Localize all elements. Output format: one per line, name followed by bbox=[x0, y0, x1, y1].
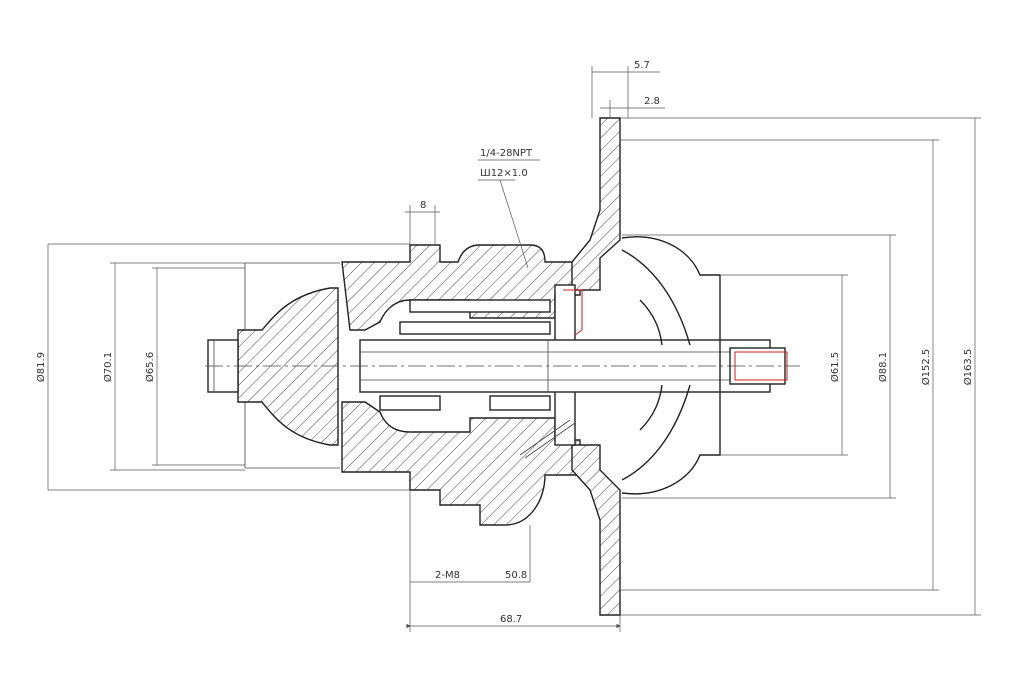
callout-thread: 1/4-28NPT bbox=[480, 148, 533, 159]
turbine-wheel bbox=[621, 236, 721, 495]
dim-right-2: Ø88.1 bbox=[877, 352, 889, 382]
shaft bbox=[205, 339, 800, 393]
callout-oring: Ш12×1.0 bbox=[480, 168, 528, 179]
dim-left-outer: Ø81.9 bbox=[35, 352, 47, 382]
dim-left-inner: Ø65.6 bbox=[144, 352, 156, 382]
dim-left-mid: Ø70.1 bbox=[102, 352, 114, 382]
dim-right-3: Ø152.5 bbox=[920, 349, 932, 386]
dim-left-groove: 8 bbox=[420, 200, 426, 211]
turbine-backplate-section bbox=[554, 117, 621, 616]
center-housing-section bbox=[341, 244, 581, 526]
callout-bolt-dia: 50.8 bbox=[505, 570, 527, 581]
dim-overall-length: 68.7 bbox=[500, 614, 522, 625]
dim-right-4: Ø163.5 bbox=[962, 349, 974, 386]
dim-top-flange: 2.8 bbox=[644, 96, 660, 107]
dim-top-width: 5.7 bbox=[634, 60, 650, 71]
dimension-labels: 5.7 2.8 8 68.7 1/4-28NPT Ш12×1.0 2-M8 50… bbox=[35, 60, 974, 625]
dim-right-1: Ø61.5 bbox=[829, 352, 841, 382]
compressor-wheel-section bbox=[207, 262, 340, 469]
callout-bolts: 2-M8 bbox=[435, 570, 460, 581]
dimension-lines bbox=[47, 66, 981, 632]
